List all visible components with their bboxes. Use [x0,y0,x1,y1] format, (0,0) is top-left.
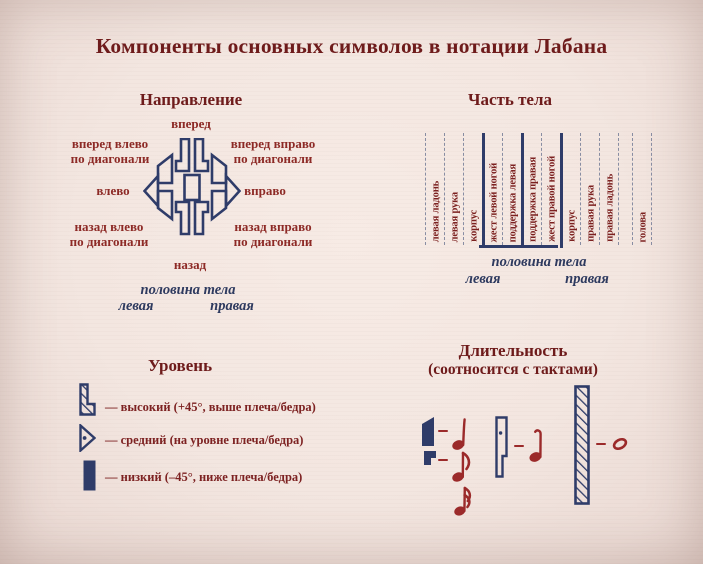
back-right-diagonal-symbol-icon [210,189,228,222]
staff-bottom-line [479,245,558,248]
staff-columns: левая ладонь левая рука корпус жест левой н… [425,133,653,248]
level-section-title: Уровень [147,356,213,375]
staff-dashed-line [463,133,465,245]
duration-section: Длительность (соотносится с тактами) [390,335,703,535]
whole-note-icon [612,437,628,451]
left-symbol-icon [143,172,160,210]
direction-symbols-icon [143,138,241,236]
body-part-column: правая ладонь [601,133,618,245]
forward-left-diagonal-symbol-icon [156,152,174,185]
body-part-column: правая рука [582,133,599,245]
staff-dashed-line [651,133,653,245]
staff-dashed-line [502,133,504,245]
direction-half-left-label: левая [118,298,154,314]
middle-level-icon [79,424,96,452]
staff-dashed-line [425,133,427,245]
body-part-column: голова [634,133,651,245]
direction-label-back-left: назад влево по диагонали [69,219,149,250]
body-part-column-label: правая ладонь [604,174,615,242]
body-part-staff: левая ладонь левая рука корпус жест левой н… [425,133,652,248]
body-part-column-label: голова [637,211,648,243]
direction-half-right-label: правая [210,298,254,314]
dash-connector [438,430,448,433]
staff-dashed-line [444,133,446,245]
dash-connector [438,459,448,462]
body-part-half-left-label: левая [465,271,501,287]
duration-title-line1: Длительность [458,341,568,360]
forward-left-symbol-icon [174,138,191,173]
body-part-column-label: корпус [468,210,479,242]
back-left-diagonal-symbol-icon [156,189,174,222]
body-part-half-body-label: половина тела [491,254,587,270]
tiny-notched-symbol-icon [424,451,436,465]
body-part-column-label: поддержка левая [507,163,518,242]
back-right-symbol-icon [193,200,210,236]
direction-section-title: Направление [139,90,243,109]
staff-dashed-line [599,133,601,245]
level-section: Уровень — высокий (+45°, выше плеча/бедр… [55,352,395,512]
high-level-icon [79,383,96,416]
body-part-column-label: правая рука [585,185,596,242]
direction-label-forward: вперед [171,116,211,131]
low-level-icon [83,460,96,491]
body-part-column [620,133,632,245]
duration-section-title: Длительность (соотносится с тактами) [390,341,636,379]
body-part-column: поддержка правая [524,133,541,245]
place-symbol-icon [183,173,201,202]
quarter-note-hooked-icon [529,429,542,462]
right-symbol-icon [224,172,241,210]
staff-dashed-line [618,133,620,245]
direction-label-right: вправо [244,183,286,198]
long-hatched-symbol-icon [574,385,590,505]
body-part-column: корпус [563,133,580,245]
dash-connector [514,445,524,448]
body-part-column-label: левая рука [449,191,460,242]
body-part-column: жест левой ногой [485,133,502,245]
direction-label-left: влево [96,183,130,198]
staff-dashed-line [541,133,543,245]
eighth-note-icon [452,451,471,482]
body-part-column: левая рука [446,133,463,245]
staff-solid-line [482,133,485,248]
sixteenth-note-icon [454,486,472,516]
body-part-column: поддержка левая [504,133,521,245]
forward-right-symbol-icon [193,138,210,173]
staff-solid-line [560,133,563,248]
back-left-symbol-icon [174,200,191,236]
direction-label-forward-right: вперед вправо по диагонали [230,136,316,167]
staff-dashed-line [580,133,582,245]
dash-connector [596,443,606,446]
direction-label-forward-left: вперед влево по диагонали [70,136,150,167]
forward-right-diagonal-symbol-icon [210,152,228,185]
level-high-label: — высокий (+45°, выше плеча/бедра) [105,400,316,414]
quarter-note-icon [452,418,466,450]
body-part-column: корпус [465,133,482,245]
level-low-label: — низкий (–45°, ниже плеча/бедра) [105,470,303,484]
body-part-column: жест правой ногой [543,133,560,245]
direction-section: Направление вперед вперед влево по диаго… [20,88,380,328]
medium-outlined-symbol-icon [495,416,508,478]
body-part-column-label: жест левой ногой [488,162,499,242]
direction-label-back: назад [173,257,207,272]
direction-label-back-right: назад вправо по диагонали [233,219,313,250]
body-part-column-label: корпус [566,210,577,242]
body-part-section-title: Часть тела [467,90,553,109]
body-part-column-label: поддержка правая [527,157,538,242]
direction-half-body-label: половина тела [140,282,236,298]
body-part-half-right-label: правая [565,271,609,287]
body-part-column: левая ладонь [427,133,444,245]
level-middle-label: — средний (на уровне плеча/бедра) [105,433,304,447]
staff-dashed-line [632,133,634,245]
body-part-column-label: жест правой ногой [546,156,557,242]
duration-title-line2: (соотносится с тактами) [428,361,598,378]
page-title: Компоненты основных символов в нотации Л… [95,34,608,58]
body-part-column-label: левая ладонь [430,180,441,242]
staff-solid-line [521,133,524,248]
short-solid-symbol-icon [422,417,434,446]
